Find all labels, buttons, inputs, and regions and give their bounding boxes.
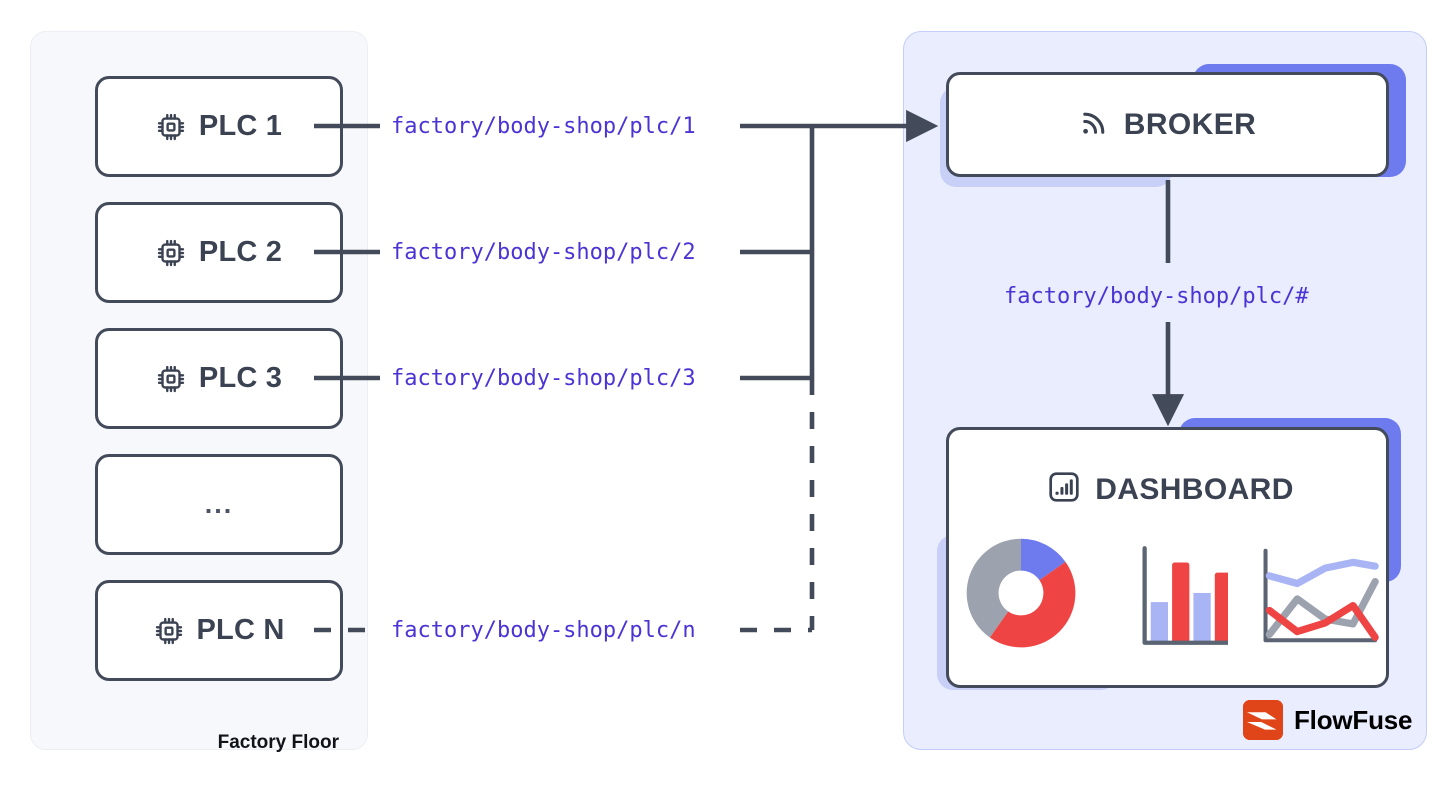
flowfuse-branding: FlowFuse (1243, 700, 1412, 740)
chip-icon (154, 616, 184, 646)
chip-icon (156, 112, 186, 142)
topic-label-plcn: factory/body-shop/plc/n (391, 618, 696, 643)
topic-label-plc3: factory/body-shop/plc/3 (391, 366, 696, 391)
plc-node-3[interactable]: PLC 3 (95, 328, 343, 429)
flowfuse-wordmark: FlowFuse (1294, 705, 1413, 735)
ellipsis-label: ... (204, 489, 234, 519)
dashboard-charts (949, 537, 1392, 657)
plc-node-1[interactable]: PLC 1 (95, 76, 343, 177)
flowfuse-logo-icon (1243, 700, 1283, 740)
bar-chart-icon (1047, 470, 1081, 509)
plc-node-2[interactable]: PLC 2 (95, 202, 343, 303)
topic-label-plc2: factory/body-shop/plc/2 (391, 240, 696, 265)
bar-chart (1106, 540, 1261, 657)
line-chart (1254, 540, 1379, 657)
donut-chart (962, 534, 1080, 657)
factory-floor-panel: PLC 1 PLC 2 PLC 3 . (30, 31, 368, 753)
dashboard-title-row: DASHBOARD (949, 470, 1392, 509)
broker-card[interactable]: BROKER (946, 72, 1389, 177)
chip-icon (156, 364, 186, 394)
chip-icon (156, 238, 186, 268)
plc-node-label: PLC N (196, 614, 285, 646)
plc-node-label: PLC 2 (198, 236, 283, 268)
plc-node-label: PLC 1 (198, 110, 283, 142)
factory-floor-caption: Factory Floor (217, 732, 339, 753)
broker-label: BROKER (1123, 107, 1257, 141)
plc-node-ellipsis: ... (95, 454, 343, 555)
plc-node-label: PLC 3 (198, 362, 283, 394)
topic-label-plc1: factory/body-shop/plc/1 (391, 114, 696, 139)
dashboard-label: DASHBOARD (1095, 472, 1294, 506)
plc-node-n[interactable]: PLC N (95, 580, 343, 681)
signal-rss-icon (1079, 107, 1110, 143)
topic-label-subscribe: factory/body-shop/plc/# (1004, 284, 1309, 309)
dashboard-card[interactable]: DASHBOARD (946, 427, 1389, 688)
broker-title-row: BROKER (1079, 107, 1256, 143)
